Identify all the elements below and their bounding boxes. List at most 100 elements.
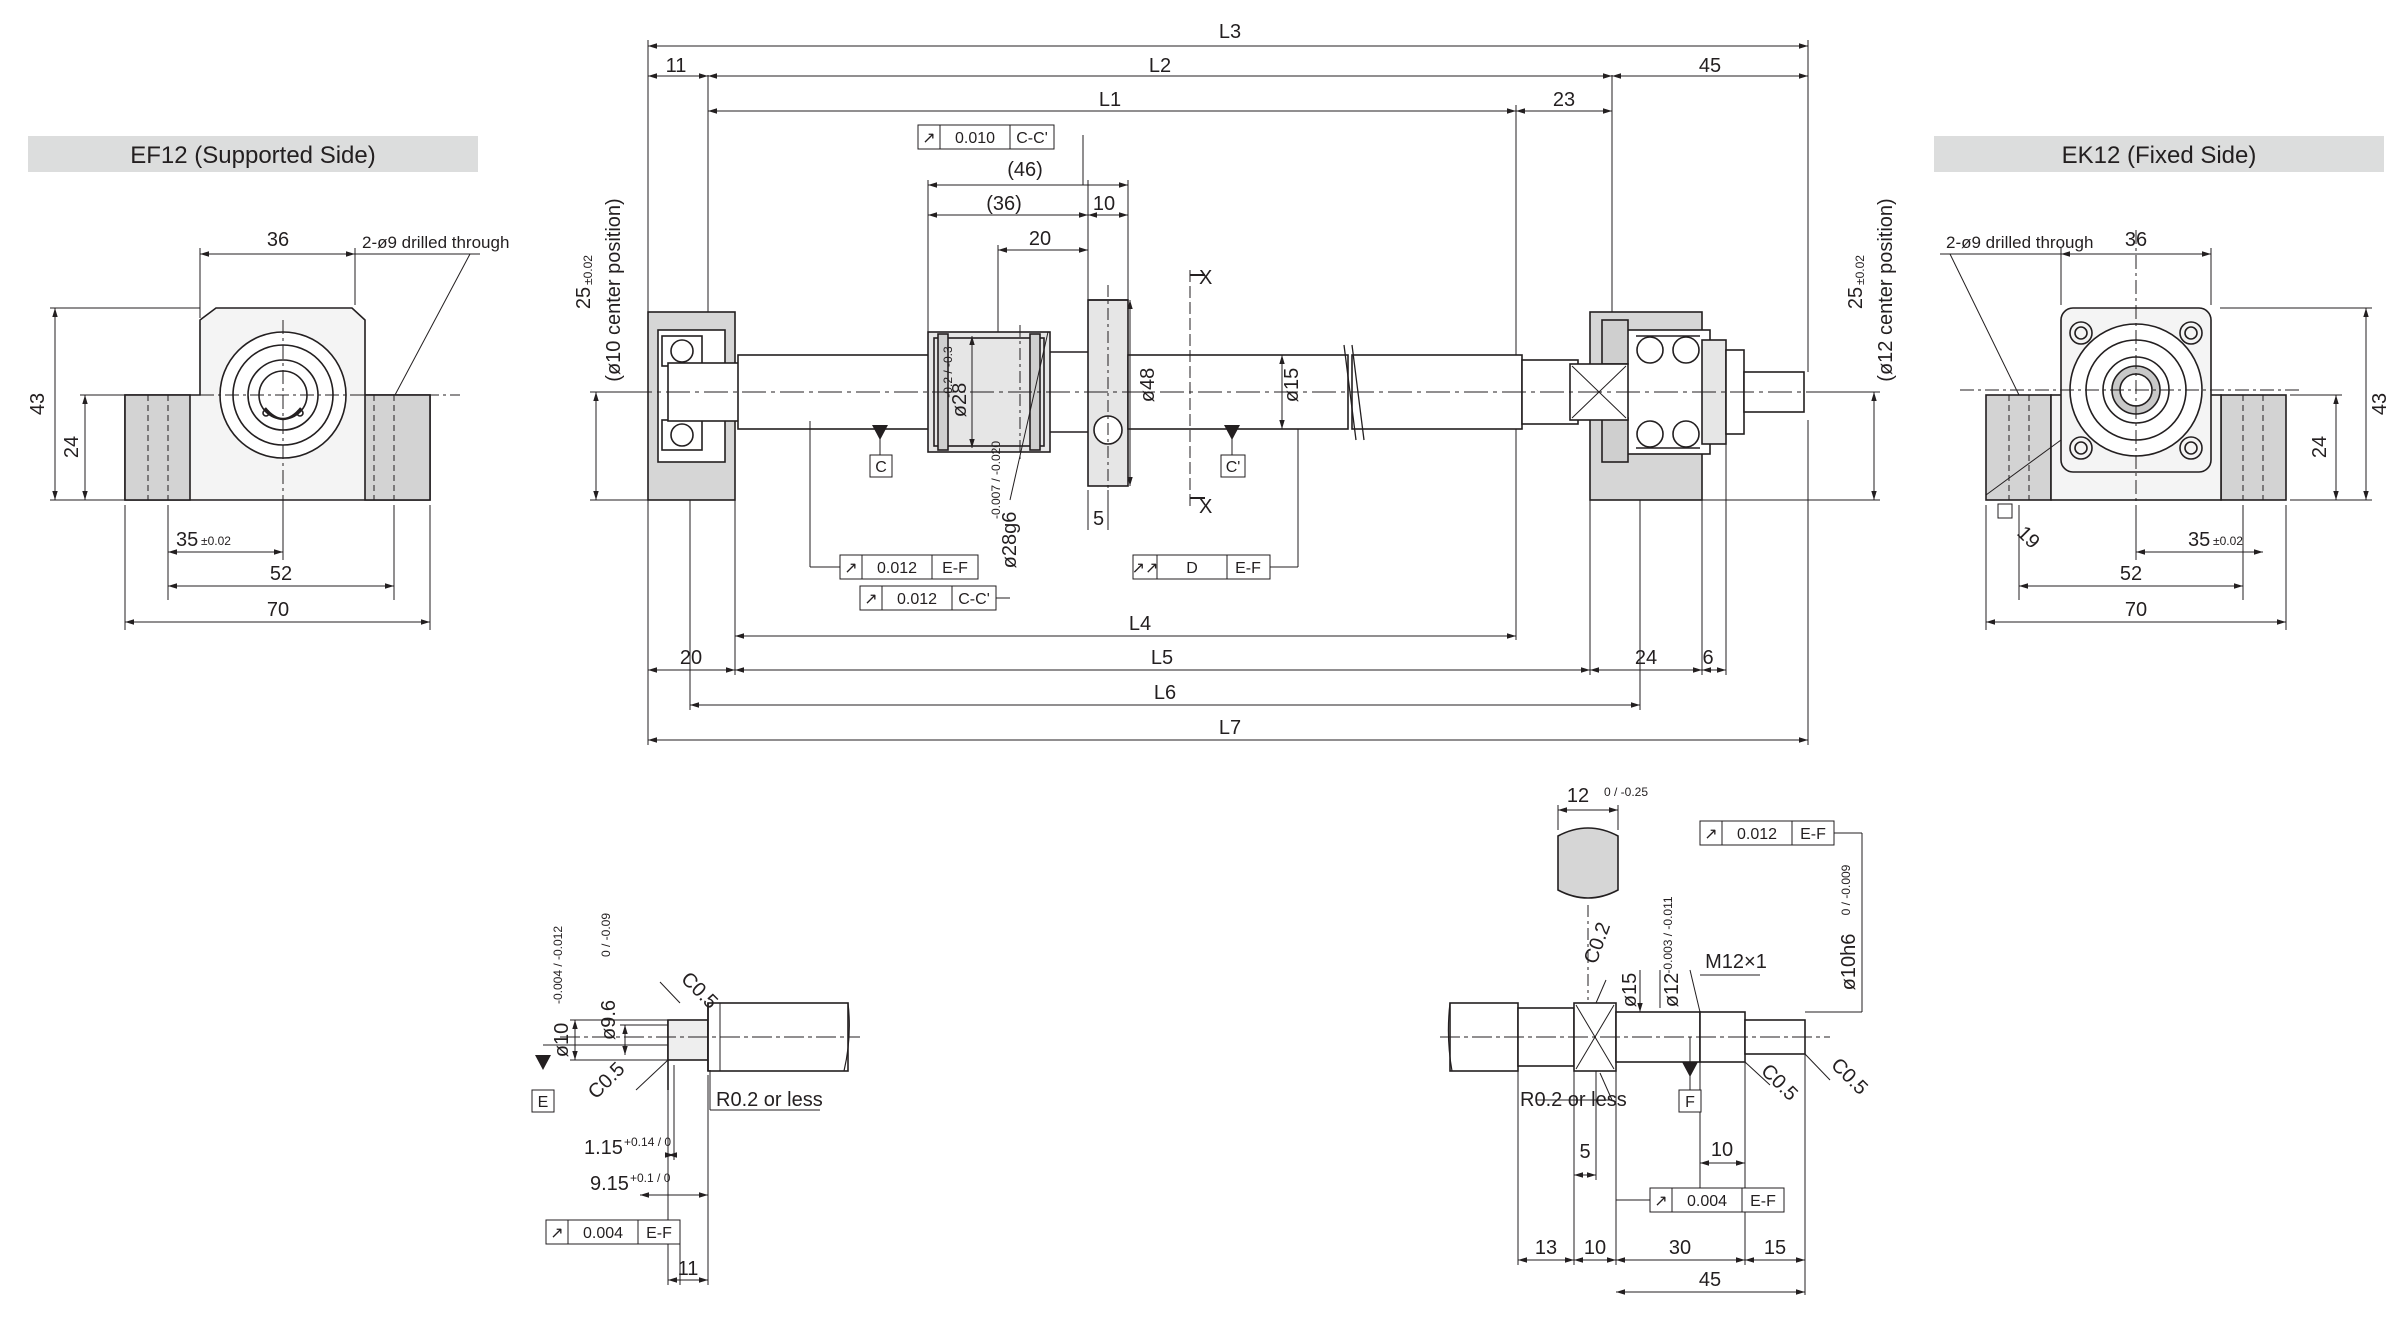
dr-dim-13: 13 <box>1535 1237 1557 1259</box>
ek12-dim-35: 35 <box>2188 529 2210 551</box>
tol-top-ref: C-C' <box>1016 130 1048 147</box>
dr-dim-15: 15 <box>1764 1237 1786 1259</box>
dr-tol-value: 0.004 <box>1687 1193 1727 1210</box>
dr-tol-top-ref: E-F <box>1800 826 1826 843</box>
ek12-bolt-holes <box>2069 321 2203 460</box>
dl-1-15-tol: +0.14 / 0 <box>624 1135 671 1149</box>
dr-dia15: ø15 <box>1619 973 1641 1007</box>
detail-left-view <box>560 1002 860 1090</box>
ef12-dim-52: 52 <box>270 563 292 585</box>
tolerance-frames <box>839 124 1271 611</box>
dr-c02: C0.2 <box>1580 919 1615 966</box>
dim-l6: L6 <box>1154 682 1176 704</box>
datum-triangles <box>872 425 1240 440</box>
left-height-tol: ±0.02 <box>581 255 595 285</box>
ef12-dim-70: 70 <box>267 599 289 621</box>
dr-c05-a: C0.5 <box>1756 1060 1801 1105</box>
dl-tol-symbol: ↗ <box>550 1225 563 1242</box>
dim-46: (46) <box>1007 159 1043 181</box>
dr-dia12: ø12 <box>1661 973 1683 1007</box>
ek12-dim-52: 52 <box>2120 563 2142 585</box>
dl-dia9-6-tol: 0 / -0.09 <box>599 913 613 957</box>
dr-dim-10b: 10 <box>1584 1237 1606 1259</box>
tol-cc-ref: C-C' <box>958 591 990 608</box>
dr-dia10h6-tol: 0 / -0.009 <box>1839 864 1853 915</box>
tol-ef-ref: E-F <box>942 560 968 577</box>
ek12-view <box>1960 230 2300 560</box>
dim-20: 20 <box>680 647 702 669</box>
dim-l1: L1 <box>1099 89 1121 111</box>
dr-m12: M12×1 <box>1705 951 1767 973</box>
tol-d-ref: E-F <box>1235 560 1261 577</box>
detail-right-dims <box>1517 805 1863 1295</box>
title-banner-left: EF12 (Supported Side) <box>28 136 478 172</box>
title-right: EK12 (Fixed Side) <box>2062 142 2257 169</box>
datum-boxes <box>869 454 1246 478</box>
dr-c05-b: C0.5 <box>1826 1054 1871 1099</box>
dr-r02: R0.2 or less <box>1520 1089 1627 1111</box>
ef12-dimensions <box>50 248 480 630</box>
ek12-dim-sq19: 19 <box>2012 522 2043 553</box>
ef12-view <box>100 307 460 510</box>
dr-tol-top-symbol: ↗ <box>1704 826 1717 843</box>
dl-tol-ref: E-F <box>646 1225 672 1242</box>
dl-dia9-6: ø9.6 <box>598 1000 620 1040</box>
detail-left-tolframe <box>545 1219 681 1245</box>
main-assembly <box>590 270 1820 510</box>
dr-tol-symbol: ↗ <box>1654 1193 1667 1210</box>
dim-5: 5 <box>1093 508 1104 530</box>
section-x-view <box>1557 827 1619 899</box>
tol-cc-value: 0.012 <box>897 591 937 608</box>
dl-dia10: ø10 <box>551 1023 573 1057</box>
tol-d-value: D <box>1186 560 1198 577</box>
title-banner-right: EK12 (Fixed Side) <box>1934 136 2384 172</box>
dl-dia10-tol: -0.004 / -0.012 <box>551 926 565 1004</box>
dl-1-15: 1.15 <box>584 1137 623 1159</box>
dim-20-top: 20 <box>1029 228 1051 250</box>
dim-dia28g6-tol: -0.007 / -0.020 <box>989 441 1003 519</box>
datum-c-label: C <box>875 459 887 476</box>
ek12-dim-43: 43 <box>2369 393 2391 415</box>
dim-dia48: ø48 <box>1137 368 1159 402</box>
ef12-dim-36: 36 <box>267 229 289 251</box>
ek12-dim-35-tol: ±0.02 <box>2213 534 2243 548</box>
ef12-right-foot <box>364 394 431 501</box>
tol-ef-symbol: ↗ <box>844 560 857 577</box>
dr-tol-ref: E-F <box>1750 1193 1776 1210</box>
ek12-hole-note: 2-ø9 drilled through <box>1946 233 2093 252</box>
dr-dia12-tol: -0.003 / -0.011 <box>1661 896 1675 973</box>
detail-right-view <box>1440 827 1830 1072</box>
tol-d-symbol: ↗↗ <box>1132 560 1159 577</box>
dim-l5: L5 <box>1151 647 1173 669</box>
dim-36-paren: (36) <box>986 193 1022 215</box>
ef12-dim-43: 43 <box>27 393 49 415</box>
dim-dia28-tol: -0.2 / -0.3 <box>941 346 955 398</box>
ef12-dim-text: 36 2-ø9 drilled through 43 24 35 ±0.02 5… <box>27 229 509 621</box>
tol-cc-symbol: ↗ <box>864 591 877 608</box>
dim-23: 23 <box>1553 89 1575 111</box>
dr-dim-5: 5 <box>1579 1141 1590 1163</box>
left-height-25: 25 <box>573 287 595 309</box>
ek12-dim-24: 24 <box>2309 436 2331 458</box>
datum-c-triangle <box>872 425 888 440</box>
datum-e-triangle <box>535 1055 551 1070</box>
dim-l4: L4 <box>1129 613 1151 635</box>
dim-l2: L2 <box>1149 55 1171 77</box>
right-center-note: (ø12 center position) <box>1875 198 1897 381</box>
ek12-right-foot <box>2220 394 2287 501</box>
right-height-25: 25 <box>1845 287 1867 309</box>
dim-24: 24 <box>1635 647 1657 669</box>
datum-cp-triangle <box>1224 425 1240 440</box>
ef12-dim-35: 35 <box>176 529 198 551</box>
dr-dim-45: 45 <box>1699 1269 1721 1291</box>
right-height-tol: ±0.02 <box>1853 255 1867 285</box>
dim-l3: L3 <box>1219 21 1241 43</box>
dr-tol-top-value: 0.012 <box>1737 826 1777 843</box>
detail-right-tolframes <box>1649 820 1835 1213</box>
dim-dia15: ø15 <box>1281 368 1303 402</box>
datum-e-label: E <box>538 1094 549 1111</box>
main-dim-text: L3 L2 L1 11 45 23 (46) (36) 10 20 5 L4 2… <box>573 21 1897 739</box>
ef12-dim-24: 24 <box>61 436 83 458</box>
section-x-top: X <box>1199 267 1212 289</box>
